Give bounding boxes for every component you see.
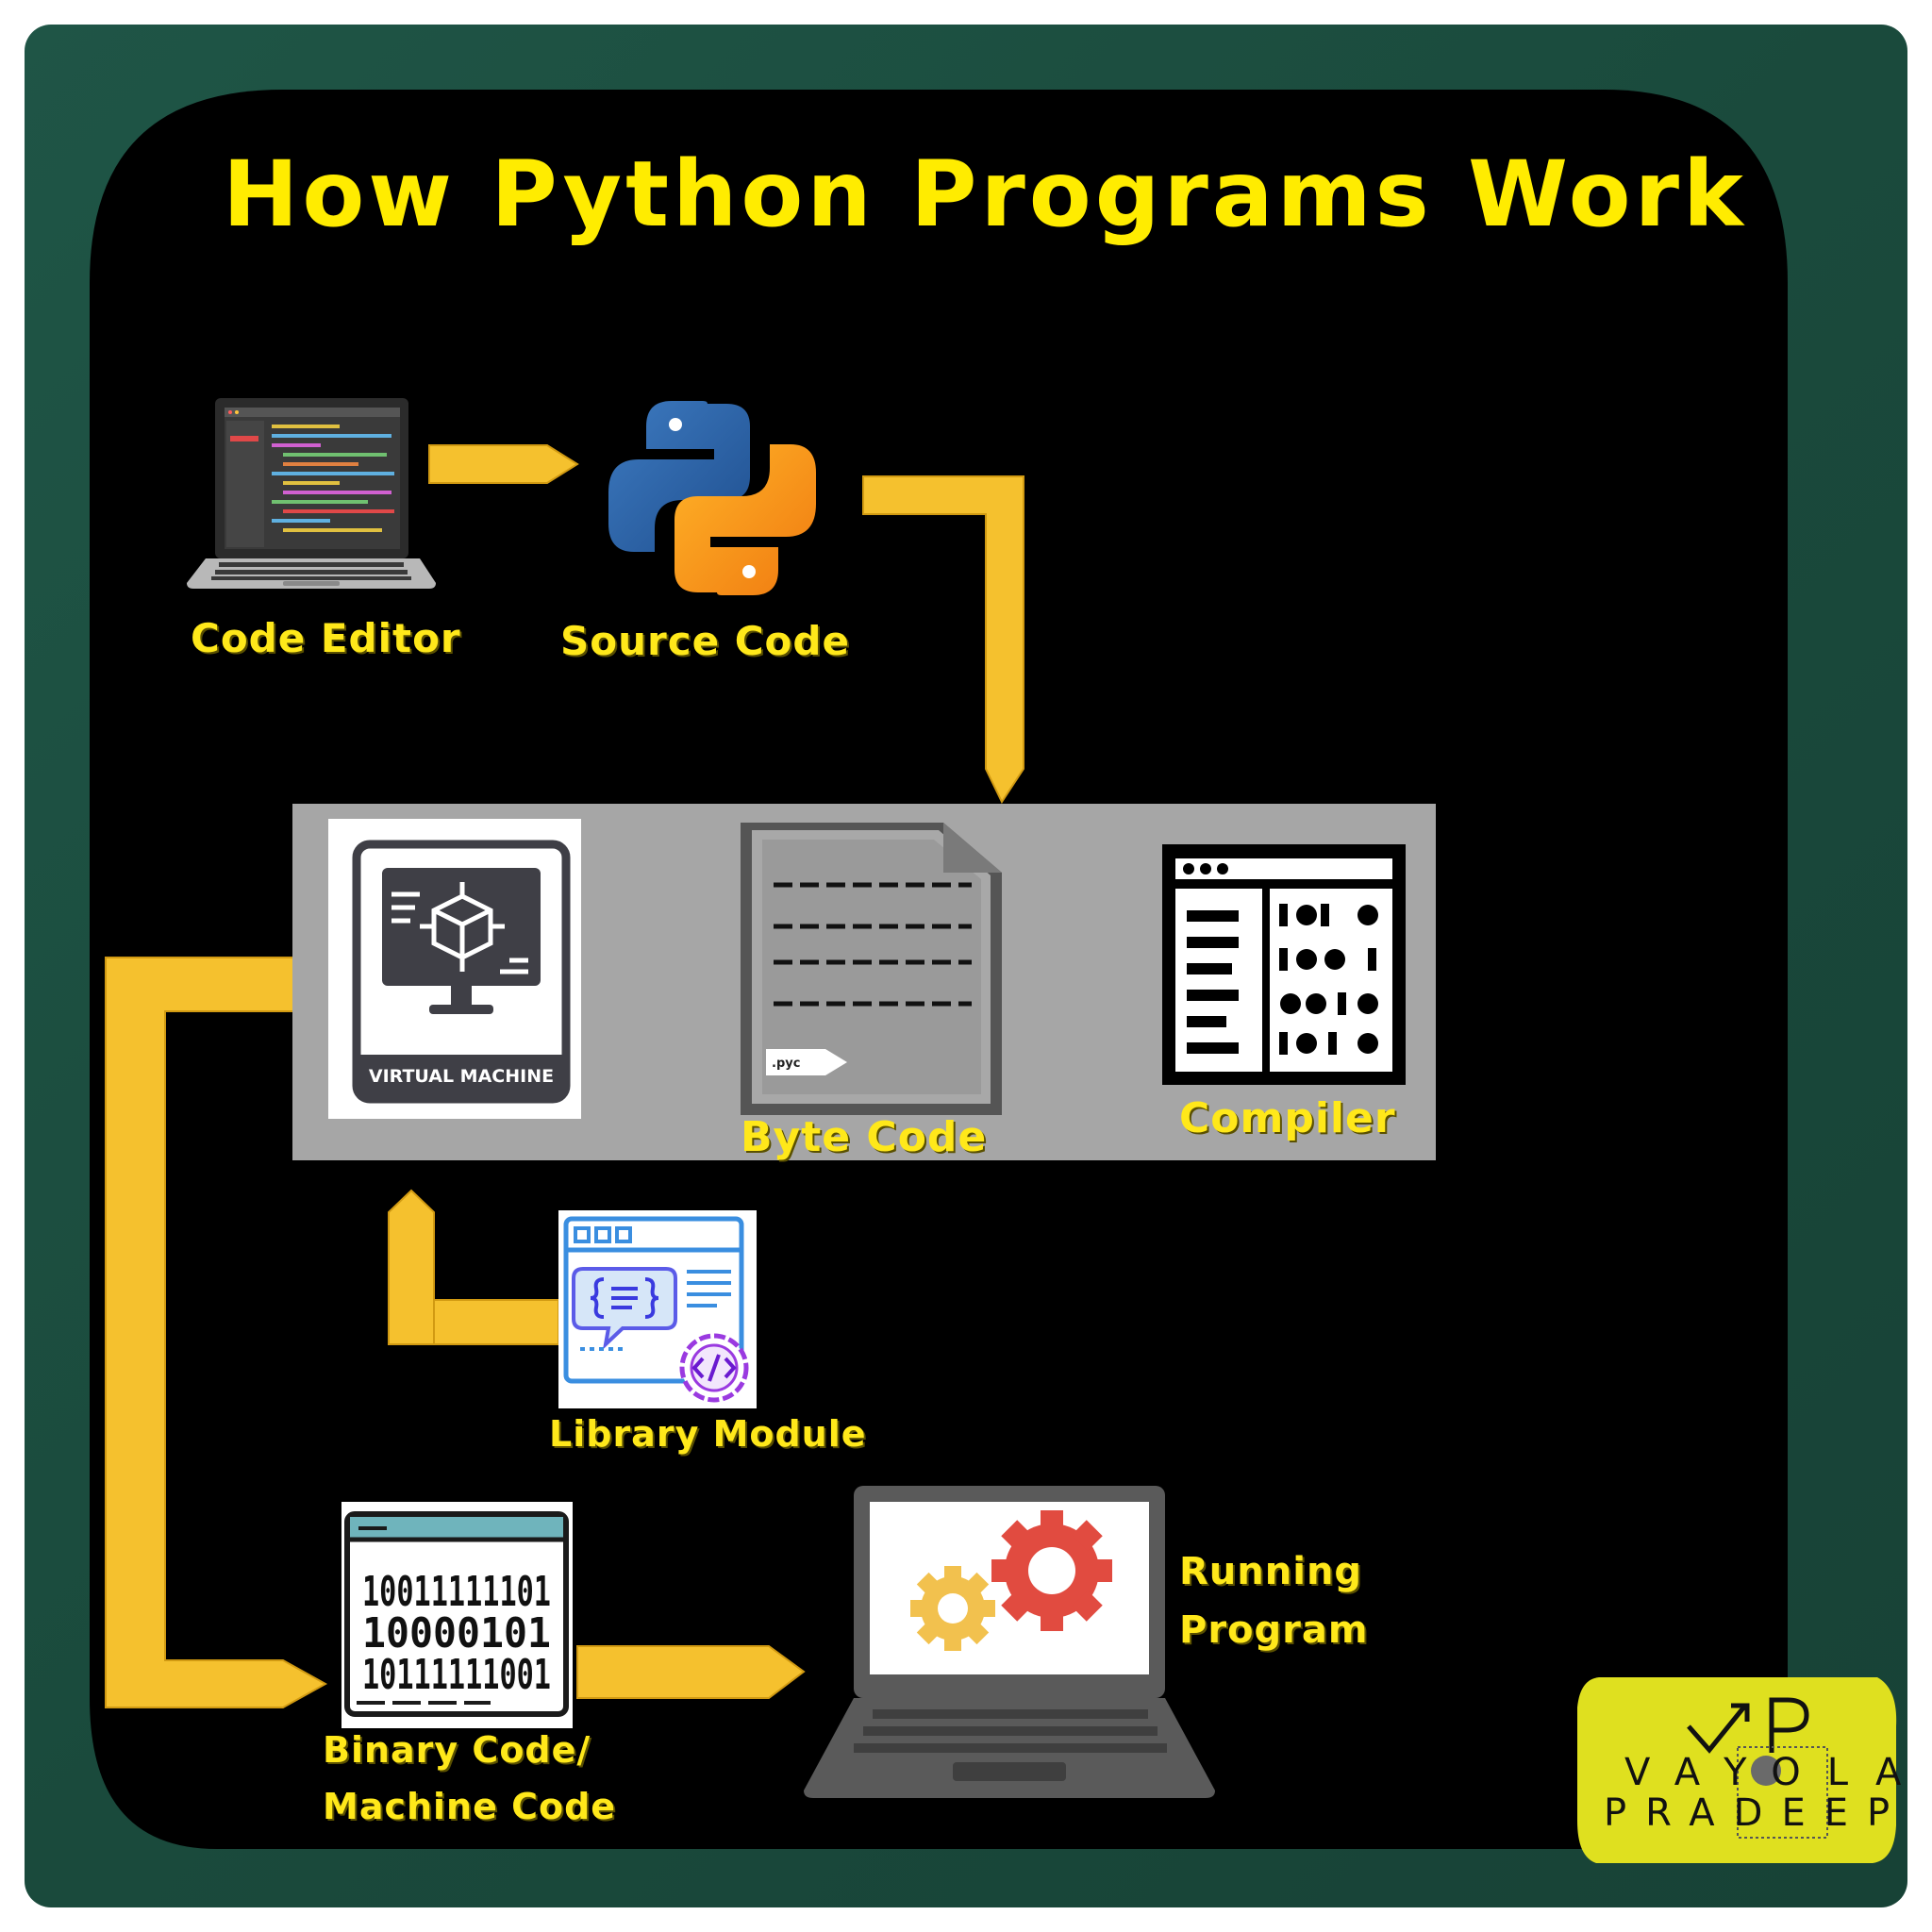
label-binary-code-line-2: Machine Code	[323, 1786, 617, 1827]
arrow-vm-to-binary	[105, 957, 328, 1708]
arrow-editor-to-source	[428, 444, 579, 484]
binary-window-icon	[341, 1502, 573, 1728]
logo-badge	[1577, 1677, 1897, 1863]
label-source-code: Source Code	[560, 618, 850, 664]
laptop-gears-icon	[804, 1486, 1215, 1798]
document-icon	[741, 823, 1002, 1115]
label-running-program-line-1: Running	[1179, 1550, 1363, 1593]
virtual-machine-icon	[328, 819, 581, 1119]
binary-row-2: 10000101	[362, 1609, 551, 1657]
binary-row-3: 10111111001	[362, 1651, 551, 1699]
logo-line-2: PRADEEP	[1604, 1791, 1908, 1835]
label-library-module: Library Module	[549, 1413, 867, 1455]
binary-row-1: 10011111101	[362, 1568, 551, 1616]
label-compiler: Compiler	[1179, 1094, 1396, 1142]
arrow-binary-to-running	[576, 1645, 806, 1699]
logo-mark-icon	[1687, 1697, 1809, 1754]
binary-text: 10011111101 10000101 10111111001	[362, 1568, 551, 1699]
label-code-editor: Code Editor	[191, 615, 461, 661]
compiler-window-icon	[1162, 844, 1406, 1085]
pyc-label: .pyc	[772, 1057, 800, 1071]
label-binary-code-line-1: Binary Code/	[323, 1729, 591, 1771]
label-byte-code: Byte Code	[741, 1113, 988, 1161]
laptop-code-icon	[187, 398, 436, 589]
label-running-program-line-2: Program	[1179, 1608, 1369, 1652]
library-module-icon	[558, 1210, 757, 1408]
arrow-source-to-band	[862, 475, 1024, 805]
virtual-machine-label: VIRTUAL MACHINE	[369, 1066, 554, 1087]
python-logo-icon	[608, 401, 816, 595]
page-title: How Python Programs Work	[223, 142, 1747, 247]
pyc-tag	[766, 1049, 847, 1075]
logo-line-1: VAYOLA	[1624, 1751, 1927, 1794]
